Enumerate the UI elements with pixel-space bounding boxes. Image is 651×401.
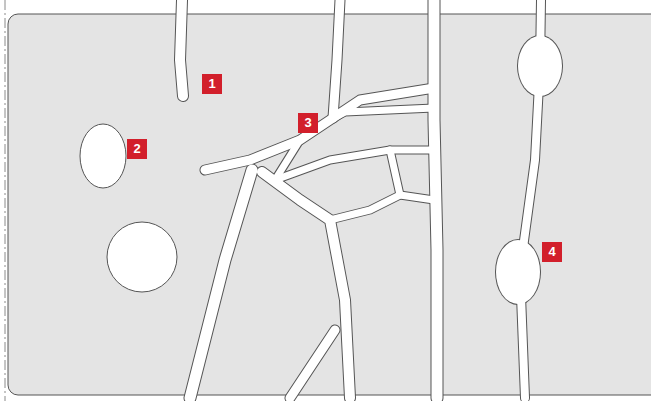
callout-number: 2 (127, 139, 147, 159)
grain-boundary-channel (275, 150, 434, 180)
callout-number: 3 (298, 113, 318, 133)
grain-boundary-channel (333, 0, 340, 118)
grain-boundary-channel (390, 150, 400, 195)
symmetry-line (5, 0, 6, 401)
grain-boundary-channel (180, 0, 183, 96)
grain-boundary-channel (330, 195, 434, 220)
grain-boundary-channel (275, 150, 434, 180)
grain-boundary-channel (205, 88, 434, 170)
grain-boundary-channel (180, 0, 183, 96)
grain-boundary-channel (290, 330, 335, 398)
grain-boundary-channel (190, 170, 252, 398)
grain-boundary-channel (205, 88, 434, 170)
boundary-cavity (518, 36, 562, 96)
grain-boundary-channel (190, 170, 252, 398)
callout-number: 4 (542, 242, 562, 262)
grain-boundary-channel (434, 0, 437, 398)
boundary-cavity (495, 239, 541, 305)
grain-boundary-channel (390, 150, 400, 195)
pore (80, 124, 126, 188)
grain-boundary-channel (330, 195, 434, 220)
boundary-cavity (517, 35, 563, 97)
boundary-cavity (496, 240, 540, 304)
callout-number: 1 (202, 74, 222, 94)
grain-boundary-channel (262, 172, 350, 398)
grain-boundary-channel (290, 330, 335, 398)
pore (107, 222, 177, 292)
grain-boundary-channel (434, 0, 437, 398)
grain-boundary-channel (333, 108, 434, 118)
grain-boundary-channel (262, 172, 350, 398)
grain-boundary-channel (333, 108, 434, 118)
grain-boundary-channel (333, 0, 340, 118)
